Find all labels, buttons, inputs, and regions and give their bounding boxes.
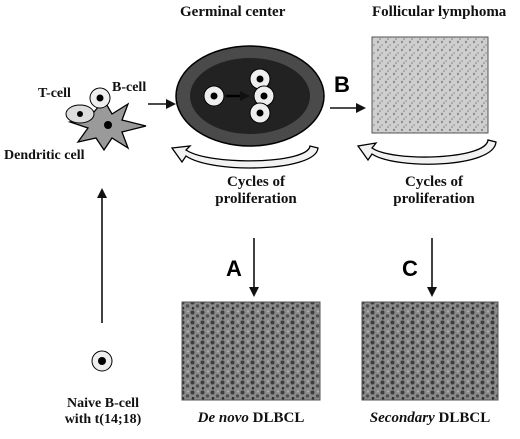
marker-c: C bbox=[402, 256, 418, 281]
denovo-rest: DLBCL bbox=[252, 410, 305, 426]
germinal-b-cell-4 bbox=[249, 102, 271, 124]
germinal-b-cell-2 bbox=[249, 68, 271, 90]
b-cell-label: B-cell bbox=[112, 80, 147, 95]
follicular-lymphoma-image bbox=[371, 36, 489, 134]
b-cell-shape bbox=[89, 87, 111, 109]
cycles-of-proliferation-left: Cycles of proliferation bbox=[196, 174, 316, 209]
denovo-italic: De novo bbox=[197, 410, 249, 426]
denovo-dlbcl-label: De novo DLBCL bbox=[182, 410, 320, 427]
cycles-right-line2: proliferation bbox=[393, 191, 475, 208]
naive-b-cell bbox=[91, 350, 113, 372]
secondary-dlbcl-image bbox=[361, 301, 499, 401]
cycles-of-proliferation-right: Cycles of proliferation bbox=[374, 174, 494, 209]
naive-b-cell-label: Naive B-cell with t(14;18) bbox=[40, 396, 166, 428]
t-cell-label: T-cell bbox=[38, 86, 71, 101]
marker-a: A bbox=[226, 256, 242, 281]
secondary-rest: DLBCL bbox=[438, 410, 491, 426]
secondary-dlbcl-label: Secondary DLBCL bbox=[362, 410, 498, 427]
cycle-arrow-right bbox=[356, 139, 497, 165]
dendritic-cell-nucleus bbox=[104, 121, 112, 129]
naive-line2: with t(14;18) bbox=[64, 412, 142, 428]
t-cell-nucleus bbox=[77, 111, 83, 117]
cycles-right-line1: Cycles of bbox=[405, 174, 463, 190]
naive-line1: Naive B-cell bbox=[67, 396, 139, 411]
cycle-arrow-left bbox=[170, 145, 319, 169]
cycles-left-line1: Cycles of bbox=[227, 174, 285, 190]
dendritic-cell-label: Dendritic cell bbox=[4, 148, 85, 163]
cycles-left-line2: proliferation bbox=[215, 191, 297, 208]
marker-b: B bbox=[334, 72, 350, 97]
germinal-center-inner bbox=[190, 58, 310, 134]
denovo-dlbcl-image bbox=[181, 301, 321, 401]
follicular-lymphoma-label: Follicular lymphoma bbox=[372, 4, 507, 20]
secondary-italic: Secondary bbox=[369, 410, 435, 426]
germinal-b-cell-1 bbox=[203, 85, 225, 107]
germinal-center-label: Germinal center bbox=[180, 4, 286, 20]
